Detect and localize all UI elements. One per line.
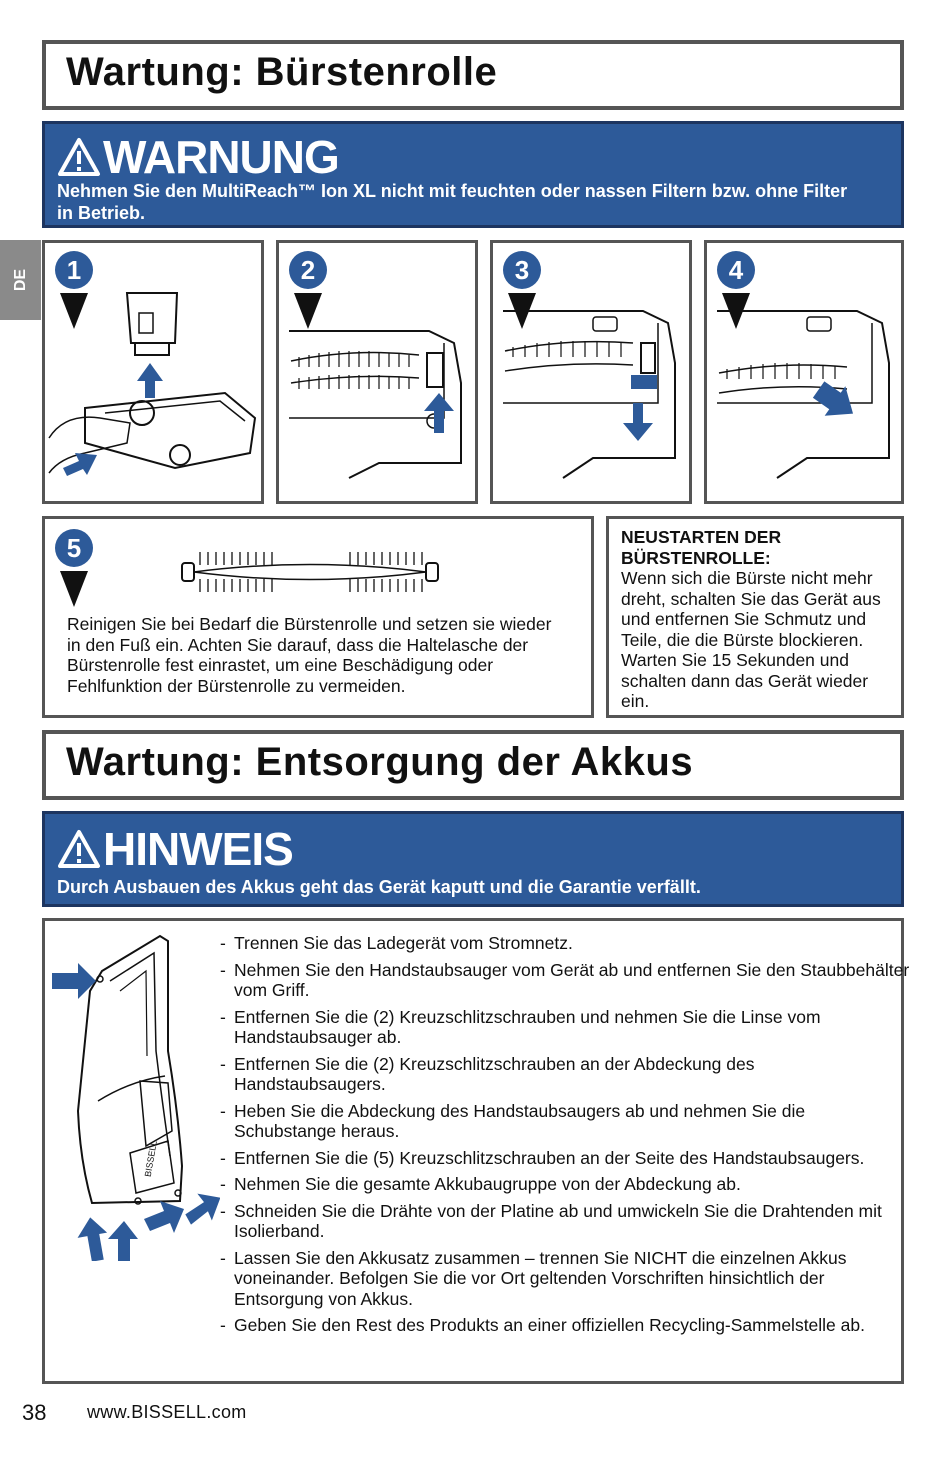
step-pointer-2 — [294, 293, 322, 329]
disposal-steps-list: Trennen Sie das Ladegerät vom Stromnetz.… — [220, 933, 910, 1342]
step-panel-3: 3 — [490, 240, 692, 504]
warning-triangle-icon — [58, 138, 100, 176]
step-panel-1: 1 — [42, 240, 264, 504]
hand-vacuum-illustration: BISSELL — [52, 934, 220, 1261]
list-item: Heben Sie die Abdeckung des Handstaubsau… — [220, 1101, 910, 1142]
restart-info: NEUSTARTEN DER BÜRSTENROLLE: Wenn sich d… — [621, 527, 901, 712]
section-title-battery-disposal: Wartung: Entsorgung der Akkus — [66, 740, 694, 784]
list-item: Geben Sie den Rest des Produkts an einer… — [220, 1315, 910, 1336]
step-number-2: 2 — [289, 251, 327, 289]
list-item: Entfernen Sie die (5) Kreuzschlitzschrau… — [220, 1148, 910, 1169]
floor-nozzle-illustration — [48, 292, 257, 476]
step-number-4: 4 — [717, 251, 755, 289]
step-panel-4: 4 — [704, 240, 904, 504]
language-tab: DE — [0, 240, 41, 320]
list-item: Nehmen Sie den Handstaubsauger vom Gerät… — [220, 960, 910, 1001]
page-number: 38 — [22, 1400, 47, 1425]
step-pointer-1 — [60, 293, 88, 329]
restart-heading: NEUSTARTEN DER BÜRSTENROLLE: — [621, 527, 782, 568]
brush-roll-illustration — [181, 552, 439, 592]
brand-logo: BISSELL — [143, 1140, 159, 1178]
warning-text: Nehmen Sie den MultiReach™ Ion XL nicht … — [57, 181, 848, 223]
notice-text: Durch Ausbauen des Akkus geht das Gerät … — [57, 877, 701, 897]
list-item: Entfernen Sie die (2) Kreuzschlitzschrau… — [220, 1054, 910, 1095]
disposal-panel: BISSELL Trennen Sie das Ladegerät vom St… — [42, 918, 909, 1384]
step-number-3: 3 — [503, 251, 541, 289]
notice-banner: HINWEIS Durch Ausbauen des Akkus geht da… — [42, 811, 904, 907]
list-item: Schneiden Sie die Drähte von der Platine… — [220, 1201, 910, 1242]
step-pointer-5 — [60, 571, 88, 607]
section-title-brush-roll: Wartung: Bürstenrolle — [66, 50, 498, 94]
step-panel-2: 2 — [276, 240, 478, 504]
list-item: Nehmen Sie die gesamte Akkubaugruppe von… — [220, 1174, 910, 1195]
brush-roll-latch-down-illustration — [503, 310, 676, 479]
step-panel-5: 5 Reinigen Sie bei Bedarf die Bürstenrol… — [42, 516, 594, 718]
brush-roll-removal-illustration — [717, 310, 890, 479]
brush-roll-latch-up-illustration — [289, 330, 462, 479]
list-item: Lassen Sie den Akkusatz zusammen – trenn… — [220, 1248, 910, 1310]
list-item: Trennen Sie das Ladegerät vom Stromnetz. — [220, 933, 910, 954]
warning-banner: WARNUNG Nehmen Sie den MultiReach™ Ion X… — [42, 121, 904, 228]
list-item: Entfernen Sie die (2) Kreuzschlitzschrau… — [220, 1007, 910, 1048]
step-number-5: 5 — [55, 529, 93, 567]
notice-heading: HINWEIS — [57, 822, 294, 876]
step5-instructions: Reinigen Sie bei Bedarf die Bürstenrolle… — [67, 614, 552, 696]
warning-heading: WARNUNG — [57, 130, 340, 184]
restart-text: Wenn sich die Bürste nicht mehr dreht, s… — [621, 568, 881, 711]
section-title-box-2: Wartung: Entsorgung der Akkus — [40, 728, 906, 802]
warning-triangle-icon — [58, 830, 100, 868]
section-title-box: Wartung: Bürstenrolle — [40, 38, 906, 112]
restart-panel: NEUSTARTEN DER BÜRSTENROLLE: Wenn sich d… — [606, 516, 904, 718]
footer-url[interactable]: www.BISSELL.com — [87, 1402, 247, 1422]
step-number-1: 1 — [55, 251, 93, 289]
